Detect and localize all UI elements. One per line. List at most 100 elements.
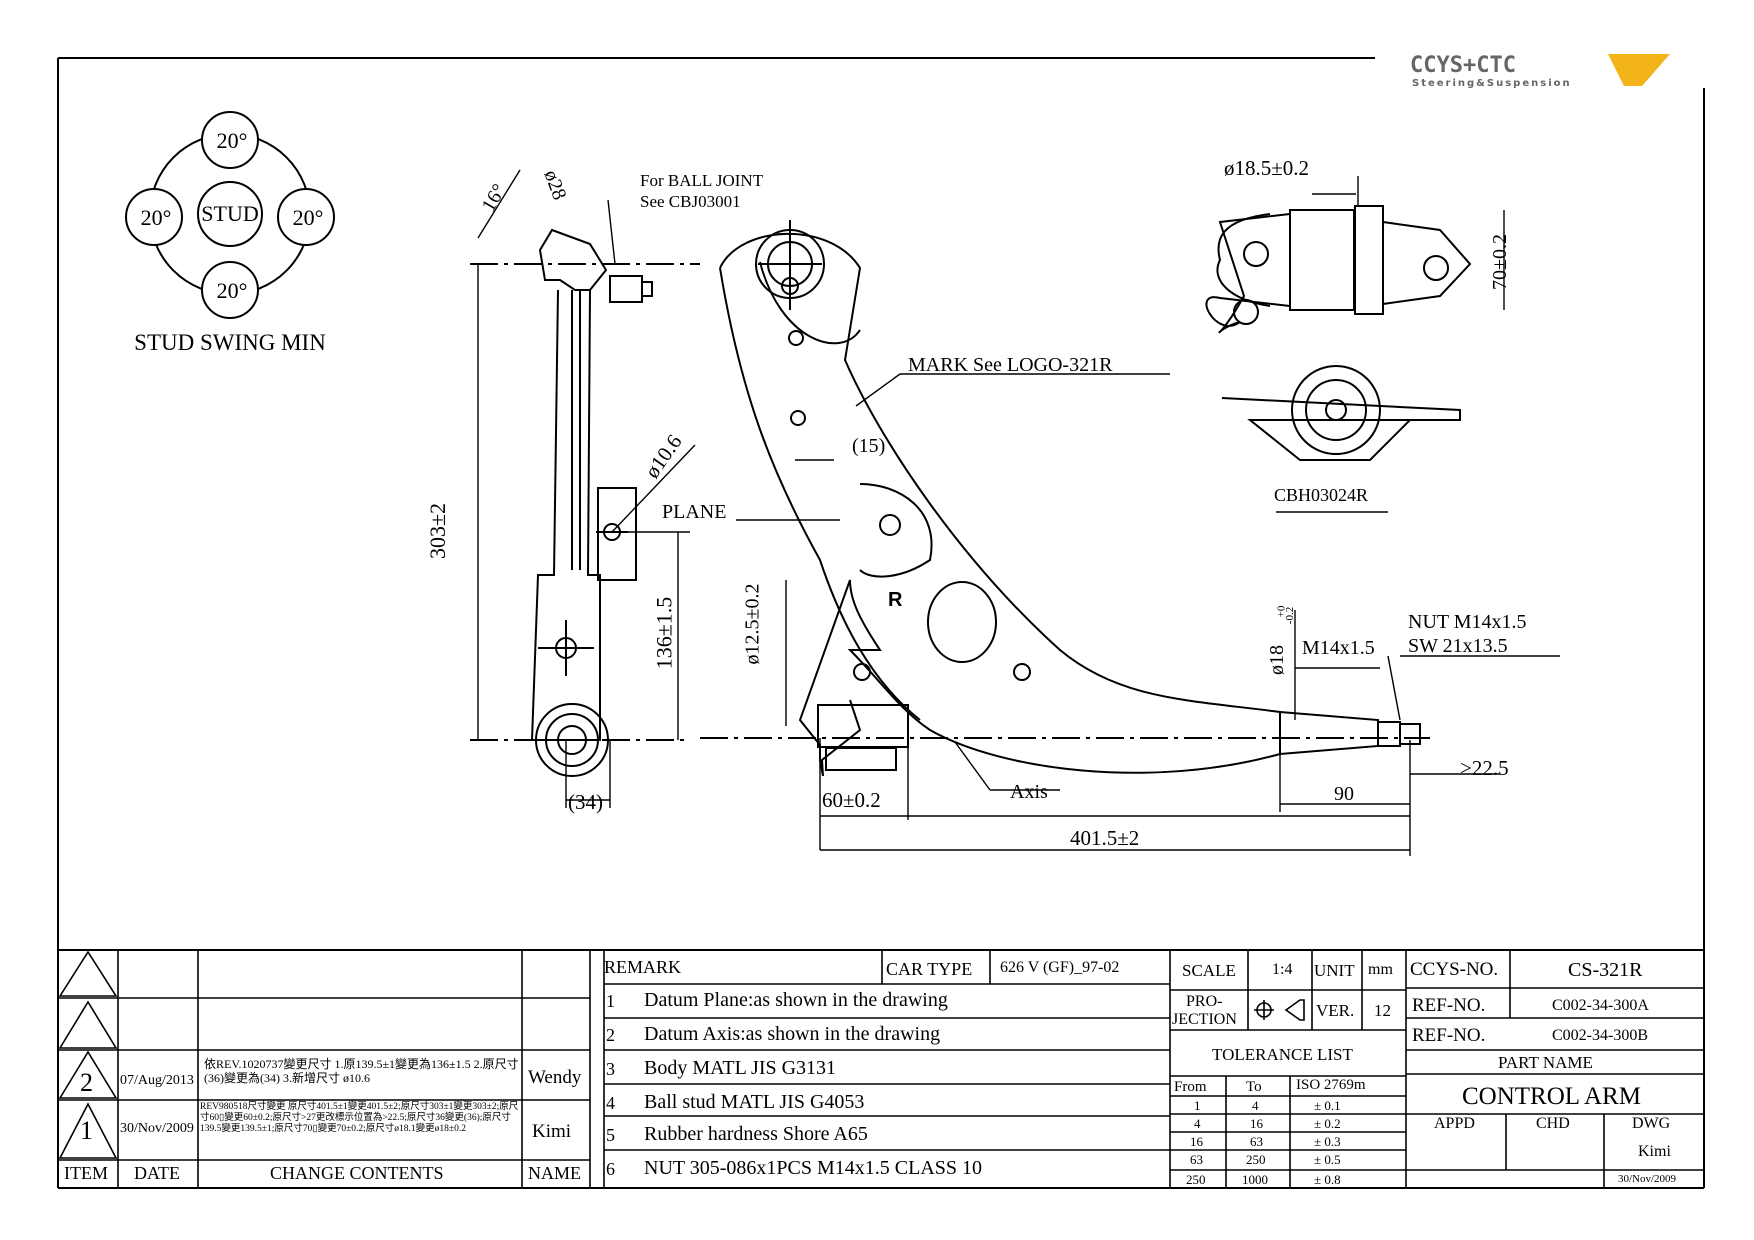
rev-header-contents: CHANGE CONTENTS <box>270 1163 444 1183</box>
ccys-no-value: CS-321R <box>1568 959 1643 981</box>
ref-no-label-2: REF-NO. <box>1412 1025 1486 1046</box>
tol-row-2-iso: ± 0.2 <box>1314 1116 1341 1131</box>
side-view <box>470 169 700 808</box>
stud-angle-left: 20° <box>141 205 172 230</box>
len-34: (34) <box>568 790 603 814</box>
tolerance-title: TOLERANCE LIST <box>1212 1045 1353 1064</box>
plane-label: PLANE <box>662 501 727 523</box>
ref-no-value-2: C002-34-300B <box>1552 1027 1648 1044</box>
tol-row-5-iso: ± 0.8 <box>1314 1172 1341 1187</box>
tol-row-1-to: 4 <box>1252 1098 1259 1113</box>
dim-15: (15) <box>852 435 886 457</box>
bushing-part-no: CBH03024R <box>1274 485 1369 505</box>
rev-1-date: 30/Nov/2009 <box>120 1121 194 1136</box>
rev-header-name: NAME <box>528 1163 581 1183</box>
dwg-date: 30/Nov/2009 <box>1618 1173 1677 1185</box>
remark-5-text: Rubber hardness Shore A65 <box>644 1123 868 1145</box>
dia-18-5: ø18.5±0.2 <box>1224 156 1310 180</box>
stud-angle-top: 20° <box>217 128 248 153</box>
remark-6-no: 6 <box>606 1159 615 1179</box>
remark-6-text: NUT 305-086x1PCS M14x1.5 CLASS 10 <box>644 1157 983 1179</box>
remark-1-no: 1 <box>606 991 615 1011</box>
logo-tagline: Steering&Suspension <box>1412 78 1572 89</box>
tol-row-1-from: 1 <box>1194 1098 1201 1113</box>
tol-row-3-from: 16 <box>1190 1134 1203 1149</box>
remark-4-text: Ball stud MATL JIS G4053 <box>644 1091 865 1113</box>
tol-header-from: From <box>1174 1079 1207 1095</box>
projection-label-2: JECTION <box>1172 1011 1237 1028</box>
projection-label-1: PRO- <box>1186 993 1223 1010</box>
front-view <box>607 199 1560 856</box>
logo-swoosh-icon <box>1608 54 1670 86</box>
tol-header-to: To <box>1246 1079 1262 1095</box>
r-mark: R <box>888 589 903 611</box>
tol-row-3-to: 63 <box>1250 1134 1263 1149</box>
remark-2-text: Datum Axis:as shown in the drawing <box>644 1023 941 1045</box>
remark-4-no: 4 <box>606 1093 615 1113</box>
appd-label: APPD <box>1434 1115 1475 1132</box>
chd-label: CHD <box>1536 1115 1570 1132</box>
stud-label: STUD <box>201 201 258 226</box>
ccys-no-label: CCYS-NO. <box>1410 959 1499 980</box>
rev-2-item: 2 <box>80 1068 93 1097</box>
remark-2-no: 2 <box>606 1025 615 1045</box>
part-name-value: CONTROL ARM <box>1462 1083 1641 1110</box>
rev-2-date: 07/Aug/2013 <box>120 1073 194 1088</box>
car-type-value: 626 V (GF)_97-02 <box>1000 959 1120 976</box>
dim-90: 90 <box>1334 783 1354 805</box>
remark-header: REMARK <box>604 957 682 977</box>
rev-2-contents: 依REV.1020737變更尺寸 1.原139.5±1變更為136±1.5 2.… <box>204 1057 519 1085</box>
ver-label: VER. <box>1316 1001 1355 1020</box>
rev-1-contents: REV980518尺寸變更 原尺寸401.5±1變更401.5±2;原尺寸303… <box>200 1102 519 1134</box>
nut-label-2: SW 21x13.5 <box>1408 635 1508 657</box>
nut-label-1: NUT M14x1.5 <box>1408 611 1527 633</box>
rev-header-item: ITEM <box>64 1163 108 1183</box>
dim-22-5: >22.5 <box>1460 756 1509 780</box>
dim-60: 60±0.2 <box>822 788 881 812</box>
scale-label: SCALE <box>1182 961 1236 980</box>
unit-label: UNIT <box>1314 961 1355 980</box>
stud-swing-diagram <box>125 111 335 319</box>
tol-row-4-to: 250 <box>1246 1152 1266 1167</box>
tol-row-4-from: 63 <box>1190 1152 1203 1167</box>
thread-label: M14x1.5 <box>1302 637 1375 659</box>
part-name-label: PART NAME <box>1498 1053 1593 1072</box>
remark-1-text: Datum Plane:as shown in the drawing <box>644 989 948 1011</box>
dwg-name: Kimi <box>1638 1143 1671 1160</box>
rev-2-name: Wendy <box>528 1067 582 1088</box>
remark-5-no: 5 <box>606 1125 615 1145</box>
company-logo: CCYS+CTC Steering&Suspension <box>1410 50 1690 90</box>
car-type-label: CAR TYPE <box>886 959 973 979</box>
unit-value: mm <box>1368 961 1393 978</box>
tol-row-5-to: 1000 <box>1242 1172 1268 1187</box>
ball-joint-note-1: For BALL JOINT <box>640 171 764 190</box>
stud-angle-bottom: 20° <box>217 278 248 303</box>
stud-swing-caption: STUD SWING MIN <box>134 330 326 355</box>
tol-row-5-from: 250 <box>1186 1172 1206 1187</box>
mark-note: MARK See LOGO-321R <box>908 354 1113 376</box>
rev-1-item: 1 <box>80 1116 93 1145</box>
rev-1-name: Kimi <box>532 1121 572 1142</box>
tol-row-4-iso: ± 0.5 <box>1314 1152 1341 1167</box>
tol-row-1-iso: ± 0.1 <box>1314 1098 1341 1113</box>
remark-3-text: Body MATL JIS G3131 <box>644 1057 837 1079</box>
rev-header-date: DATE <box>134 1163 180 1183</box>
stud-angle-right: 20° <box>293 205 324 230</box>
tol-header-iso: ISO 2769m <box>1296 1077 1366 1093</box>
dwg-label: DWG <box>1632 1115 1671 1132</box>
len-401-5: 401.5±2 <box>1070 826 1140 850</box>
ver-value: 12 <box>1374 1001 1391 1020</box>
ref-no-label-1: REF-NO. <box>1412 995 1486 1016</box>
ref-no-value-1: C002-34-300A <box>1552 997 1649 1014</box>
bushing-detail <box>1205 176 1505 513</box>
tol-row-2-to: 16 <box>1250 1116 1263 1131</box>
ball-joint-note-2: See CBJ03001 <box>640 192 741 211</box>
scale-value: 1:4 <box>1272 961 1293 978</box>
tol-row-2-from: 4 <box>1194 1116 1201 1131</box>
logo-brand: CCYS+CTC <box>1410 53 1516 78</box>
axis-label: Axis <box>1010 781 1048 803</box>
remark-3-no: 3 <box>606 1059 615 1079</box>
tol-row-3-iso: ± 0.3 <box>1314 1134 1341 1149</box>
